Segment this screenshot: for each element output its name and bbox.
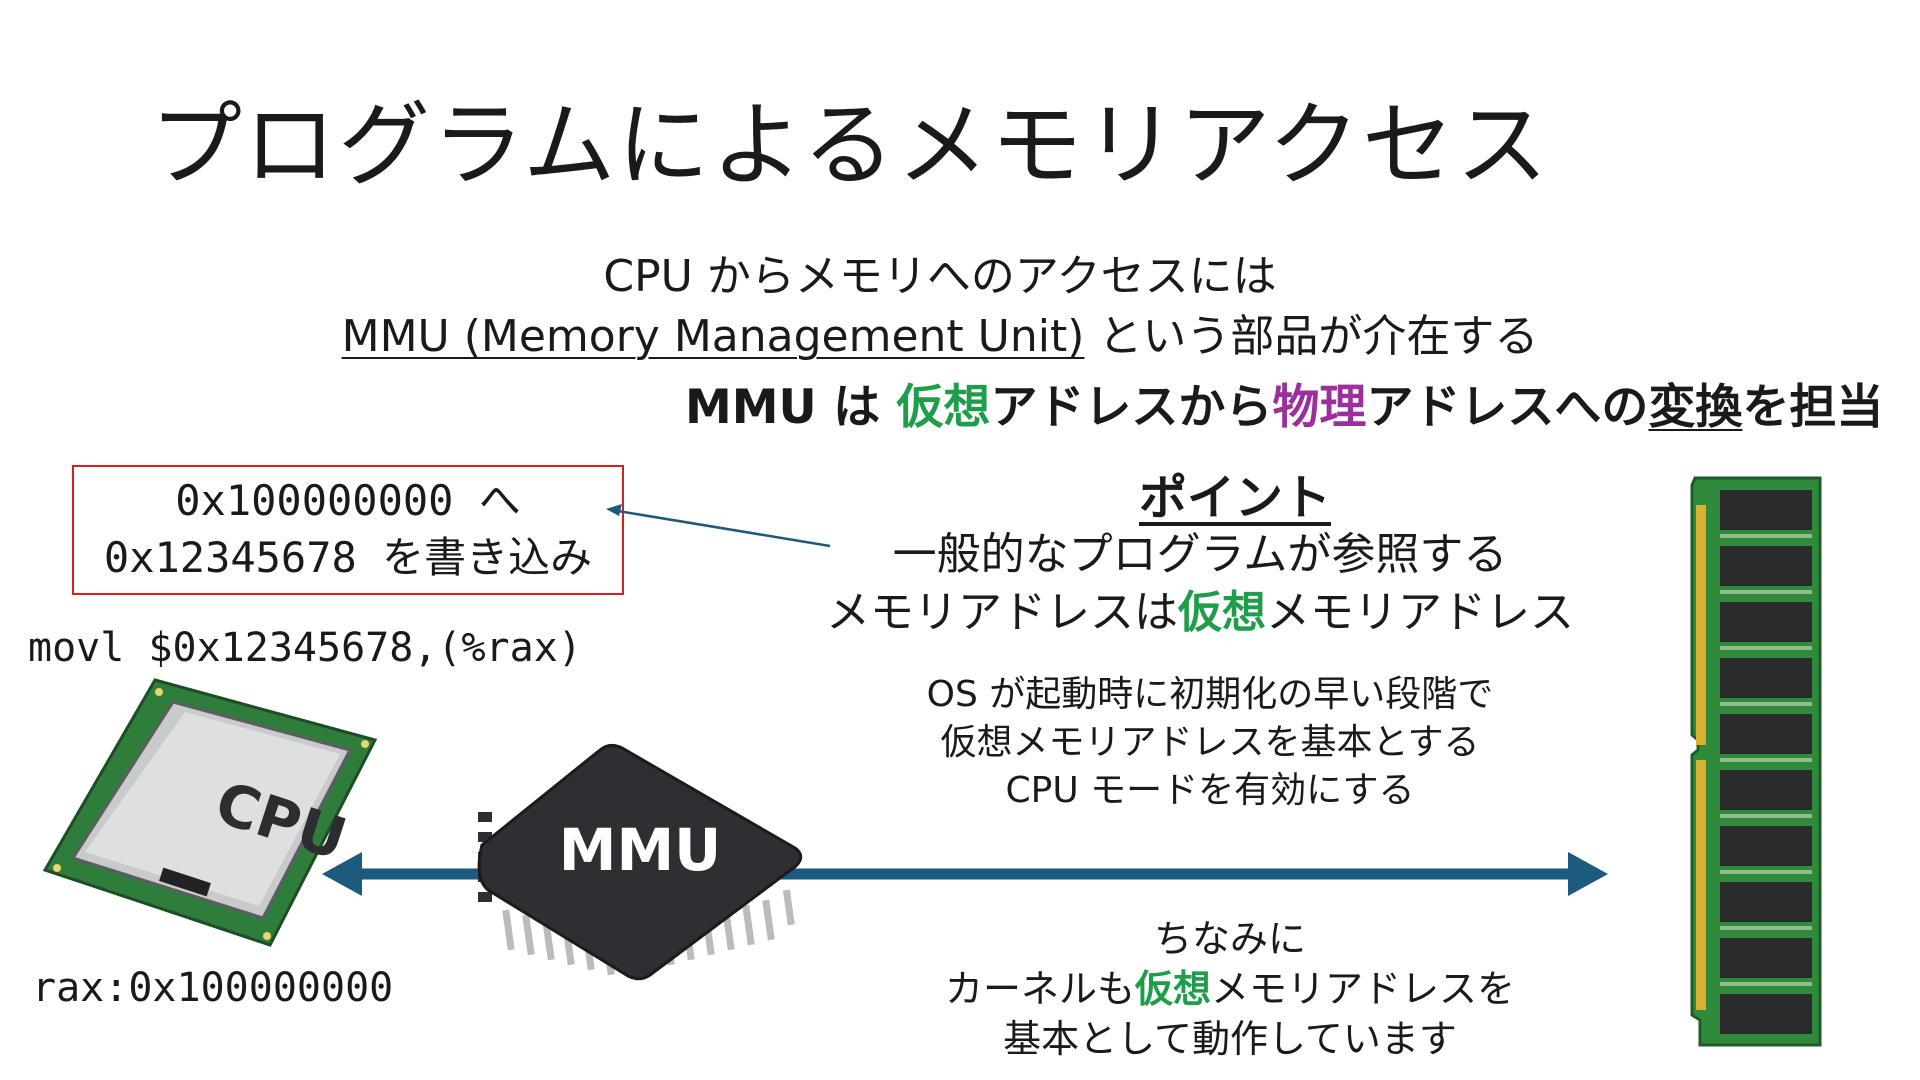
kernel-note-line-1: ちなみに	[1153, 917, 1306, 961]
role-convert: 変換	[1648, 380, 1743, 435]
intro-line-2-rest: という部品が介在する	[1084, 311, 1539, 362]
intro-line-2: MMU (Memory Management Unit) という部品が介在する	[0, 300, 1880, 364]
kernel-note-a: カーネルも	[944, 967, 1135, 1011]
register-value: rax:0x100000000	[32, 965, 394, 1011]
mmu-role-statement: MMU は 仮想アドレスから物理アドレスへの変換を担当	[685, 368, 1883, 437]
mmu-full-name: MMU (Memory Management Unit)	[341, 311, 1085, 362]
kernel-note-line-2: カーネルも仮想メモリアドレスを	[800, 958, 1660, 1013]
slide-title: プログラムによるメモリアクセス	[150, 92, 1550, 199]
kernel-note-line-3: 基本として動作しています	[1003, 1017, 1457, 1061]
cpu-chip-icon: CPU	[42, 678, 378, 947]
role-part-3: アドレスへの	[1366, 380, 1649, 435]
write-operation-box: 0x100000000 へ 0x12345678 を書き込み	[72, 465, 624, 595]
write-box-line-1: 0x100000000 へ	[175, 476, 521, 526]
kernel-note-b: メモリアドレスを	[1211, 967, 1516, 1011]
role-part-2: アドレスから	[990, 380, 1273, 435]
role-part-1: MMU は	[685, 380, 897, 435]
os-note-line-2: 仮想メモリアドレスを基本とする	[940, 722, 1480, 763]
role-part-4: を担当	[1742, 380, 1884, 435]
point-line-2: メモリアドレスは仮想メモリアドレス	[700, 576, 1700, 640]
point-line-1: 一般的なプログラムが参照する	[892, 529, 1508, 580]
intro-line-1: CPU からメモリへのアクセスには	[603, 251, 1277, 302]
kernel-virtual: 仮想	[1134, 967, 1211, 1011]
mmu-chip-icon: MMU	[477, 743, 803, 981]
role-physical: 物理	[1272, 380, 1367, 435]
memory-module-icon	[1690, 476, 1822, 1047]
role-virtual: 仮想	[896, 380, 991, 435]
point-line-2-b: メモリアドレス	[1266, 587, 1574, 638]
instruction-text: movl $0x12345678,(%rax)	[28, 625, 582, 671]
pointer-arrow-icon	[606, 504, 831, 548]
mmu-chip-label: MMU	[559, 816, 722, 884]
point-line-2-a: メモリアドレスは	[826, 587, 1178, 638]
point-virtual: 仮想	[1178, 587, 1266, 638]
write-box-line-2: 0x12345678 を書き込み	[103, 533, 593, 582]
os-note-line-1: OS が起動時に初期化の早い段階で	[926, 674, 1494, 715]
os-note-line-3: CPU モードを有効にする	[1005, 770, 1415, 811]
point-heading: ポイント	[1138, 470, 1331, 526]
